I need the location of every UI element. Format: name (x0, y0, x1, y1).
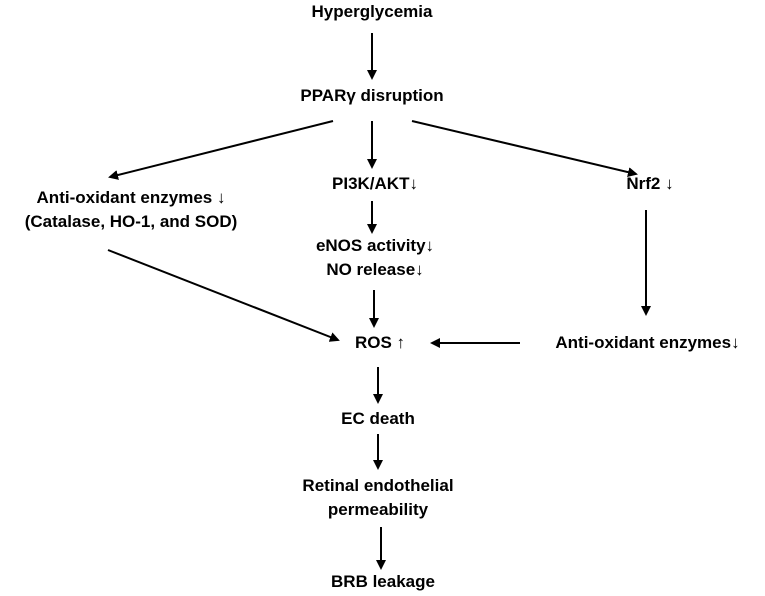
node-ros: ROS ↑ (335, 331, 425, 355)
retinal-line-2: permeability (327, 500, 429, 519)
down-arrow-icon: ↓ (425, 236, 435, 255)
hyperglycemia-label: Hyperglycemia (311, 2, 433, 21)
down-arrow-icon: ↓ (216, 188, 226, 207)
antiox-left-label: Anti-oxidant enzymes (36, 188, 213, 207)
node-brb-leakage: BRB leakage (298, 570, 468, 594)
edge-ppar-to-nrf2 (411, 120, 638, 178)
antiox-right-label: Anti-oxidant enzymes (555, 333, 732, 352)
pi3k-label: PI3K/AKT (332, 174, 410, 193)
node-ppar-disruption: PPARγ disruption (272, 84, 472, 108)
down-arrow-icon: ↓ (665, 174, 674, 193)
up-arrow-icon: ↑ (396, 333, 406, 352)
antiox-left-line-1: Anti-oxidant enzymes ↓ (0, 186, 262, 210)
nrf2-label: Nrf2 (626, 174, 661, 193)
node-antioxidant-enzymes-left: Anti-oxidant enzymes ↓ (Catalase, HO-1, … (0, 186, 262, 234)
enos-label: eNOS activity (315, 236, 426, 255)
node-ec-death: EC death (313, 407, 443, 431)
brb-label: BRB leakage (331, 572, 435, 591)
node-antioxidant-enzymes-right: Anti-oxidant enzymes↓ (535, 331, 760, 355)
ppar-label: PPARγ disruption (300, 86, 444, 105)
antiox-left-line-2: (Catalase, HO-1, and SOD) (24, 212, 238, 231)
node-pi3k-akt: PI3K/AKT↓ (300, 172, 450, 196)
node-enos-no: eNOS activity↓ NO release↓ (290, 234, 460, 282)
ec-death-label: EC death (341, 409, 415, 428)
node-retinal-permeability: Retinal endothelial permeability (278, 474, 478, 522)
no-release-line: NO release↓ (290, 258, 460, 282)
no-release-label: NO release (326, 260, 416, 279)
node-hyperglycemia: Hyperglycemia (272, 0, 472, 24)
edge-antiox-left-to-ros (107, 249, 340, 342)
enos-line: eNOS activity↓ (290, 234, 460, 258)
down-arrow-icon: ↓ (731, 333, 740, 352)
node-nrf2: Nrf2 ↓ (600, 172, 700, 196)
edge-ppar-to-antiox-left (108, 120, 334, 180)
ros-label: ROS (354, 333, 392, 352)
down-arrow-icon: ↓ (415, 260, 424, 279)
retinal-line-1: Retinal endothelial (302, 476, 454, 495)
down-arrow-icon: ↓ (409, 174, 418, 193)
